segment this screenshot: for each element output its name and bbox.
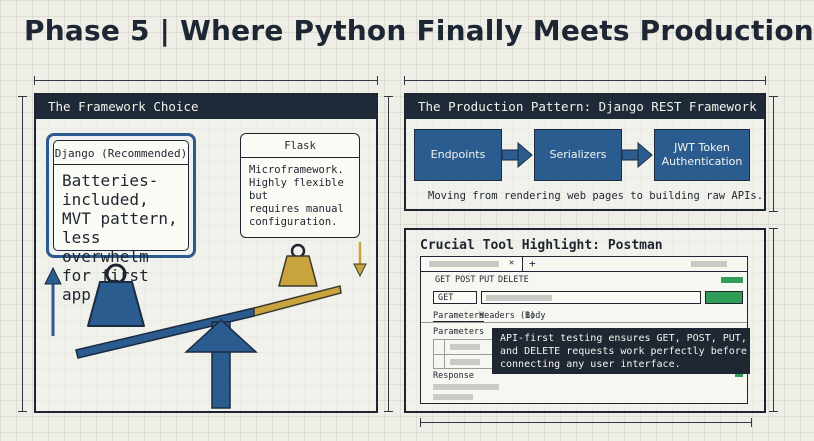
flow-serializers: Serializers	[534, 129, 622, 181]
url-input[interactable]	[481, 291, 701, 304]
request-tab[interactable]: ✕	[421, 257, 523, 271]
arrow-right-icon	[621, 141, 653, 169]
flow-arrows	[501, 141, 653, 169]
framework-panel-header: The Framework Choice	[36, 95, 376, 119]
close-icon[interactable]: ✕	[509, 258, 515, 268]
production-panel-header: The Production Pattern: Django REST Fram…	[406, 95, 764, 119]
up-arrow-icon	[44, 266, 62, 336]
parameters-label: Parameters	[433, 327, 485, 337]
send-button[interactable]	[705, 291, 743, 304]
django-card: Django (Recommended) Batteries-included,…	[46, 133, 196, 304]
postman-tooltip: API-first testing ensures GET, POST, PUT…	[492, 328, 750, 374]
add-tab-button[interactable]: +	[529, 257, 536, 270]
heavy-weight-icon	[87, 263, 145, 327]
method-put[interactable]: PUT	[479, 275, 495, 285]
method-delete[interactable]: DELETE	[498, 275, 529, 285]
arrow-right-icon	[501, 141, 533, 169]
light-weight-icon	[278, 243, 318, 287]
flask-card-title: Flask	[241, 134, 359, 158]
seesaw-beam	[75, 285, 342, 359]
seesaw-illustration	[44, 242, 367, 409]
postman-panel-header: Crucial Tool Highlight: Postman	[420, 238, 663, 253]
tab-parameters[interactable]: Parameters	[433, 311, 485, 322]
fulcrum-arrow-icon	[184, 318, 258, 409]
flask-card-body: Microframework. Highly flexible but requ…	[249, 164, 344, 228]
tab-body[interactable]: Body	[525, 311, 546, 321]
tab-headers[interactable]: Headers (1)	[479, 311, 536, 321]
django-card-title: Django (Recommended)	[54, 141, 188, 165]
down-arrow-icon	[353, 242, 367, 278]
method-get[interactable]: GET	[435, 275, 451, 285]
flow-jwt-auth: JWT Token Authentication	[654, 129, 750, 181]
response-label: Response	[433, 371, 474, 381]
method-post[interactable]: POST	[455, 275, 476, 285]
flow-endpoints: Endpoints	[414, 129, 502, 181]
method-select[interactable]: GET	[433, 291, 477, 304]
params-table	[433, 339, 493, 369]
django-card-body: Batteries-included, MVT pattern, less ov…	[62, 171, 178, 304]
page-title: Phase 5 | Where Python Finally Meets Pro…	[24, 14, 814, 47]
flask-card: Flask Microframework. Highly flexible bu…	[240, 133, 360, 238]
production-caption: Moving from rendering web pages to build…	[428, 190, 764, 202]
